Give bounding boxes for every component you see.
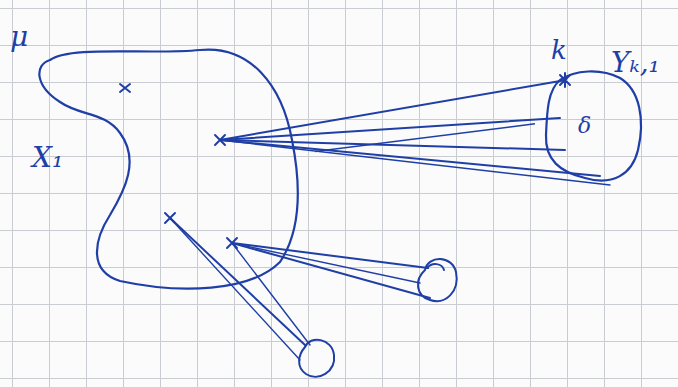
fan-line	[232, 243, 310, 345]
fan-line	[170, 218, 305, 345]
fan-line	[220, 140, 610, 185]
fan-line	[232, 243, 420, 283]
fan-line	[232, 243, 430, 298]
point-cross	[120, 84, 130, 92]
small-blob	[418, 259, 457, 301]
fan-line	[220, 140, 600, 176]
small-blob	[427, 264, 444, 270]
region-label: Yₖ,₁	[611, 48, 660, 79]
fan-line	[220, 118, 560, 140]
fan-line	[220, 80, 566, 140]
region-x: X₁	[20, 35, 315, 305]
fan-connector	[315, 124, 535, 152]
region-label: X₁	[32, 143, 63, 174]
symbol-label: k	[551, 36, 567, 65]
symbol-label: μ	[10, 22, 28, 53]
region-label: δ	[578, 114, 591, 138]
